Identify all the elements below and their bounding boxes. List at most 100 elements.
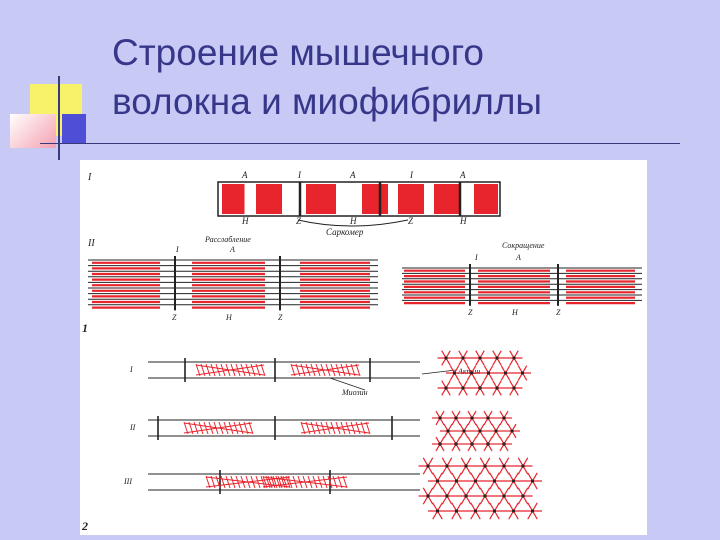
lattice-3-node: [426, 494, 430, 498]
lattice-2-node: [502, 442, 506, 446]
lattice-3-node: [483, 494, 487, 498]
p2-contracted-bottom-1: H: [511, 308, 519, 317]
row-hatch: [290, 363, 296, 377]
lattice-1-node: [503, 371, 508, 375]
row-hatch: [312, 475, 318, 489]
row-hatch: [330, 421, 336, 435]
row-hatch: [238, 421, 244, 435]
lattice-3-node: [521, 494, 525, 498]
lattice-3-node: [454, 509, 459, 513]
row-hatch: [345, 421, 351, 435]
lattice-1-node: [486, 371, 491, 375]
row-hatch: [297, 475, 303, 489]
row-myosin-bundle: [300, 422, 370, 434]
section-marker-1: 1: [82, 321, 88, 335]
row-hatch: [262, 475, 268, 489]
row-hatch: [240, 475, 246, 489]
row-hatch: [305, 421, 311, 435]
deco-pink-square: [10, 114, 56, 148]
row-hatch: [245, 363, 251, 377]
p1-bottom-2: H: [349, 216, 357, 226]
row-hatch: [220, 475, 226, 489]
p1-top-0: A: [241, 170, 248, 180]
panel1-a-band: [398, 184, 424, 214]
panel1-a-band: [362, 184, 388, 214]
p1-top-3: I: [409, 170, 414, 180]
row-hatch: [335, 421, 341, 435]
row-hatch: [250, 363, 256, 377]
lattice-1-node: [495, 356, 499, 360]
lattice-3-node: [464, 494, 468, 498]
row-hatch: [195, 363, 201, 377]
p1-top-2: A: [349, 170, 356, 180]
row-hatch: [285, 475, 291, 489]
sarcomere-bracket: [297, 219, 409, 227]
row-hatch: [317, 475, 323, 489]
relaxed-myofibril: [88, 256, 378, 311]
row-hatch: [342, 475, 348, 489]
row-hatch: [320, 363, 326, 377]
row-roman-1: II: [129, 423, 136, 432]
row-hatch: [243, 421, 249, 435]
row-hatch: [322, 475, 328, 489]
lattice-3-node: [473, 509, 478, 513]
row-hatch: [245, 475, 251, 489]
deco-vertical-line: [58, 76, 60, 160]
row-hatch: [307, 475, 313, 489]
row-roman-2: III: [123, 477, 132, 486]
p2-relaxed-caption: Расслабление: [204, 235, 251, 244]
slide-title: Строение мышечного волокна и миофибриллы: [112, 28, 702, 126]
callout-actin: Актин: [457, 367, 480, 376]
row-hatch: [355, 363, 361, 377]
row-hatch: [205, 475, 211, 489]
row-hatch: [233, 421, 239, 435]
row-hatch: [315, 363, 321, 377]
row-hatch: [210, 363, 216, 377]
row-hatch: [198, 421, 204, 435]
lattice-2-node: [438, 442, 442, 446]
lattice-3-node: [511, 509, 516, 513]
lattice-2-node: [438, 416, 442, 420]
p2-relaxed-top-1: A: [229, 245, 235, 254]
lattice-3-node: [502, 464, 506, 468]
row-hatch: [277, 475, 283, 489]
p1-bottom-0: H: [241, 216, 249, 226]
row-hatch: [295, 363, 301, 377]
lattice-1-node: [444, 356, 448, 360]
lattice-3-node: [492, 479, 497, 483]
panel1-roman: I: [87, 172, 92, 183]
row-hatch: [350, 363, 356, 377]
lattice-2-node: [462, 429, 466, 433]
row-hatch: [225, 363, 231, 377]
row-hatch: [345, 363, 351, 377]
lattice-3-node: [445, 464, 449, 468]
row-hatch: [310, 421, 316, 435]
lattice-1-node: [461, 356, 465, 360]
lattice-1-node: [444, 386, 448, 390]
row-hatch: [183, 421, 189, 435]
slide-title-line1: Строение мышечного: [112, 32, 484, 73]
row-hatch: [325, 363, 331, 377]
row-hatch: [337, 475, 343, 489]
lattice-1-node: [495, 386, 499, 390]
row-hatch: [340, 363, 346, 377]
deco-horizontal-line: [40, 143, 680, 144]
panel1-a-band: [256, 184, 282, 214]
row-hatch: [223, 421, 229, 435]
row-hatch: [300, 363, 306, 377]
row-hatch: [335, 363, 341, 377]
lattice-2-node: [454, 416, 458, 420]
callout-myosin-leader: [329, 377, 366, 391]
p1-bottom-4: H: [459, 216, 467, 226]
lattice-3-node: [502, 494, 506, 498]
row-hatch: [235, 475, 241, 489]
deco-blue-square: [62, 114, 86, 144]
lattice-1-node: [512, 356, 516, 360]
lattice-3-node: [435, 509, 440, 513]
row-hatch: [280, 475, 286, 489]
row-hatch: [310, 363, 316, 377]
row-hatch: [315, 421, 321, 435]
p2-contracted-top-1: A: [515, 253, 521, 262]
lattice-3-node: [445, 494, 449, 498]
lattice-3-node: [530, 479, 535, 483]
